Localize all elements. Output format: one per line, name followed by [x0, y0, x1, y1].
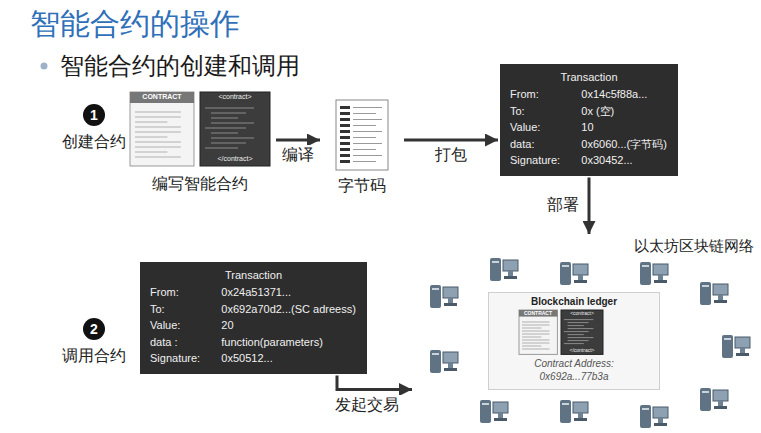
node-text: To: — [150, 301, 201, 318]
node-text: Signature: — [510, 152, 561, 169]
computer-icon — [430, 285, 458, 308]
node-text: 0x14c5f88a... — [581, 86, 668, 103]
flow-arrow — [588, 178, 591, 235]
edge-label: 部署 — [545, 195, 581, 216]
node-text: <contract> — [561, 310, 603, 316]
node-text: 字节码 — [322, 176, 402, 197]
node-text: 以太坊区块链网络 — [634, 237, 754, 256]
node-text: Blockchain ledger — [489, 296, 659, 307]
node-text: Value: — [510, 119, 561, 136]
node-text: From: — [510, 86, 561, 103]
edge-label: 发起交易 — [333, 395, 401, 416]
computer-icon — [480, 400, 508, 423]
node-text: From: — [150, 284, 201, 301]
transaction-fields: From: 0x24a51371... To: 0x692a70d2...(SC ad… — [150, 284, 357, 367]
ledger-box: Blockchain ledgerCONTRACT <contract> </con… — [488, 292, 660, 390]
node-text: 0x50512... — [221, 350, 357, 367]
bullet-text: 智能合约的创建和调用 — [60, 50, 300, 82]
node-text: Value: — [150, 317, 201, 334]
node-text: Signature: — [150, 350, 201, 367]
node-text: 10 — [581, 119, 668, 136]
node-text: 0x692a70d2...(SC adreess) — [221, 301, 357, 318]
node-text: <contract> — [200, 93, 270, 100]
node-text: 0x30452... — [581, 152, 668, 169]
node-text: </contract> — [200, 155, 270, 162]
computer-icon — [700, 282, 728, 305]
node-text: data: — [510, 136, 561, 153]
node-text: 1 — [90, 107, 98, 123]
step-circle-disc: 2 — [83, 318, 105, 340]
node-text: CONTRACT — [130, 93, 194, 100]
flow-arrow — [276, 139, 320, 142]
node-text: Transaction — [150, 267, 357, 284]
edge-label: 编译 — [280, 145, 316, 166]
node-text: 0x6060...(字节码) — [581, 136, 668, 153]
step-circle-disc: 1 — [83, 104, 105, 126]
bytecode-illustration: 字节码 — [322, 98, 402, 198]
node-text: Contract Address: 0x692a...77b3a — [514, 357, 634, 383]
node-text: function(parameters) — [221, 334, 357, 351]
node-text: 0x24a51371... — [221, 284, 357, 301]
edge-label: 打包 — [433, 145, 469, 166]
computer-icon — [430, 350, 458, 373]
slide-title: 智能合约的操作 — [30, 4, 240, 45]
contract-illustration: CONTRACT <contract> </contract> 编写智能合约 — [126, 88, 274, 196]
computer-icon — [722, 335, 750, 358]
computer-icon — [560, 400, 588, 423]
node-text: 创建合约 — [62, 132, 126, 153]
transaction-box: TransactionFrom: 0x14c5f88a... To: 0x (空) Va… — [500, 64, 678, 176]
transaction-fields: From: 0x14c5f88a... To: 0x (空) Value: 10 data:… — [510, 86, 668, 169]
computer-icon — [700, 388, 728, 411]
flow-arrow — [404, 139, 498, 142]
computer-icon — [640, 262, 668, 285]
computer-icon — [560, 262, 588, 285]
node-text: 2 — [90, 321, 98, 337]
node-text: To: — [510, 103, 561, 120]
node-text: 20 — [221, 317, 357, 334]
network-ring: 以太坊区块链网络 Blockchain ledgerCONTRACT <contra… — [412, 234, 758, 431]
node-text: data : — [150, 334, 201, 351]
node-text: </contract> — [561, 347, 603, 353]
node-text: 0x (空) — [581, 103, 668, 120]
step-circle: 1 创建合约 — [58, 104, 130, 156]
flow-arrow — [337, 376, 412, 390]
bullet-dot — [41, 63, 48, 70]
transaction-box: TransactionFrom: 0x24a51371... To: 0x692a70… — [140, 262, 367, 374]
computer-icon — [490, 258, 518, 281]
node-text: 调用合约 — [62, 346, 126, 367]
node-text: Transaction — [510, 69, 668, 86]
step-circle: 2 调用合约 — [58, 318, 130, 370]
node-text: CONTRACT — [519, 310, 557, 316]
bytecode-sheet — [322, 98, 402, 172]
node-text: 编写智能合约 — [126, 174, 274, 195]
computer-icon — [640, 405, 668, 428]
